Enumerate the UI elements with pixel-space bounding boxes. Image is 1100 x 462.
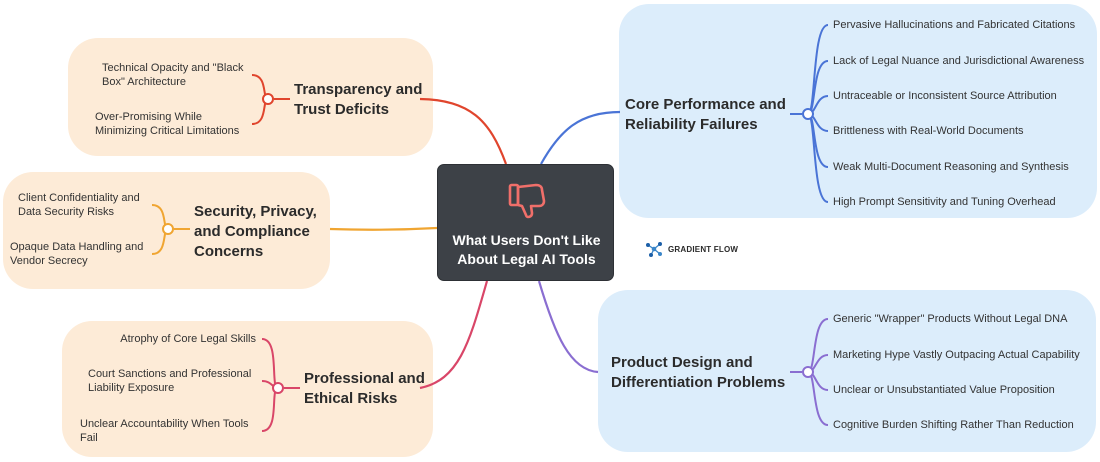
thumbs-down-icon [508, 183, 546, 219]
connector-transparency [419, 97, 508, 165]
leaf-core-1: Pervasive Hallucinations and Fabricated … [833, 19, 1076, 31]
connector-core [540, 110, 621, 165]
leaf-core-5: Weak Multi-Document Reasoning and Synthe… [833, 161, 1069, 173]
branch-title-core: Core Performance and Reliability Failure… [625, 96, 786, 133]
branch-title-security: Security, Privacy, and Compliance Concer… [194, 203, 317, 260]
leaf-core-3: Untraceable or Inconsistent Source Attri… [833, 90, 1057, 102]
transparency-branch-box [68, 38, 433, 156]
professional-fork [261, 338, 300, 432]
leaf-transparency-1: Technical Opacity and "Black Box" Archit… [102, 62, 244, 88]
leaf-security-2: Opaque Data Handling and Vendor Secrecy [10, 241, 144, 267]
core-fork [790, 24, 829, 203]
security-fork [151, 204, 190, 255]
leaf-product-2: Marketing Hype Vastly Outpacing Actual C… [833, 349, 1080, 361]
leaf-product-4: Cognitive Burden Shifting Rather Than Re… [833, 419, 1074, 431]
central-topic: What Users Don't Like About Legal AI Too… [437, 164, 614, 281]
central-title: What Users Don't Like About Legal AI Too… [452, 232, 601, 267]
leaf-core-2: Lack of Legal Nuance and Jurisdictional … [833, 55, 1085, 67]
product-branch-box [598, 290, 1096, 452]
professional-branch-box [62, 321, 433, 457]
leaf-professional-2: Court Sanctions and Professional Liabili… [88, 368, 252, 394]
branch-title-transparency: Transparency and Trust Deficits [294, 81, 423, 118]
branch-title-professional: Professional and Ethical Risks [304, 370, 425, 407]
network-logo-icon [646, 242, 662, 257]
leaf-professional-3: Unclear Accountability When Tools Fail [80, 418, 249, 444]
core-branch-box [619, 4, 1097, 218]
connector-security [329, 226, 438, 231]
leaf-professional-1: Atrophy of Core Legal Skills [120, 333, 256, 345]
connector-professional [419, 280, 489, 390]
leaf-transparency-2: Over-Promising While Minimizing Critical… [95, 111, 240, 137]
connector-product [537, 280, 599, 374]
leaf-core-4: Brittleness with Real-World Documents [833, 125, 1024, 137]
leaf-product-1: Generic "Wrapper" Products Without Legal… [833, 313, 1068, 325]
brand-logo: GRADIENT FLOW [645, 240, 738, 258]
leaf-core-6: High Prompt Sensitivity and Tuning Overh… [833, 196, 1056, 208]
leaf-security-1: Client Confidentiality and Data Security… [18, 192, 140, 218]
product-fork [790, 318, 829, 426]
branch-title-product: Product Design and Differentiation Probl… [611, 354, 786, 391]
leaf-product-3: Unclear or Unsubstantiated Value Proposi… [833, 384, 1055, 396]
transparency-fork [251, 74, 290, 125]
brand-name: GRADIENT FLOW [668, 244, 739, 254]
